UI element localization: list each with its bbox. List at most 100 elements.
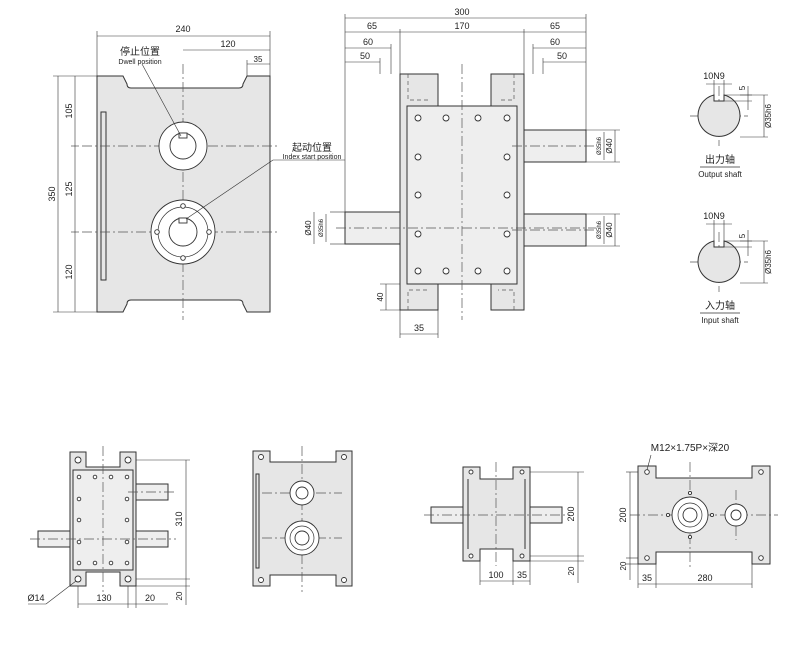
thread-leader — [646, 454, 652, 471]
input-key-width: 10N9 — [703, 211, 725, 221]
mount-hole — [124, 456, 132, 464]
dim-d40-input-right: Ø40 — [605, 222, 614, 238]
dim-50-right: 50 — [557, 51, 567, 61]
cover-bolt-hole — [92, 560, 98, 566]
view-c-dim-100: 100 — [488, 570, 503, 580]
mount-hole — [124, 575, 132, 583]
flange-bolt-hole — [665, 512, 671, 518]
output-key-depth: 5 — [738, 85, 747, 90]
output-shaft-circle — [697, 94, 741, 137]
view-d-flange-ring — [677, 502, 703, 528]
output-shaft-label-en: Output shaft — [698, 170, 742, 179]
input-shaft-dia: Ø35h6 — [764, 249, 773, 274]
output-key-width: 10N9 — [703, 71, 725, 81]
output-keyway — [178, 132, 188, 139]
view-c-housing — [462, 466, 531, 562]
input-shaft-label-en: Input shaft — [701, 316, 739, 325]
flange-bolt-hole — [709, 512, 715, 518]
top-view-side-slot — [100, 111, 107, 281]
dim-65-left: 65 — [367, 21, 377, 31]
flange-bolt-hole — [154, 229, 160, 235]
cover-bolt-hole — [503, 191, 511, 199]
cover-bolt-hole — [503, 230, 511, 238]
dim-125: 125 — [64, 181, 74, 196]
output-shaft-section: 10N9 5 Ø35h6 出力轴 Output shaft — [690, 71, 773, 179]
view-d-thread-spec: M12×1.75P×深20 — [651, 442, 730, 454]
input-keyway — [178, 217, 188, 224]
cover-bolt-hole — [76, 496, 82, 502]
dim-120-vertical: 120 — [64, 264, 74, 279]
flange-bolt-hole — [206, 229, 212, 235]
view-d-hub-bore — [730, 509, 742, 521]
hidden-edge — [407, 74, 430, 101]
cover-bolt-hole — [108, 560, 114, 566]
mount-hole — [468, 553, 474, 559]
dim-170: 170 — [454, 21, 469, 31]
cover-bolt-hole — [124, 560, 130, 566]
view-d-bore — [682, 507, 698, 523]
flange-bolt-hole — [687, 534, 693, 540]
cover-bolt-hole — [503, 153, 511, 161]
cover-bolt-hole — [76, 539, 82, 545]
view-a-dim-d14: Ø14 — [27, 593, 44, 603]
cover-bolt-hole — [414, 153, 422, 161]
cover-bolt-hole — [124, 496, 130, 502]
dim-120: 120 — [220, 39, 235, 49]
view-a: 310 20 Ø14 130 20 — [27, 446, 190, 608]
view-a-dim-130: 130 — [96, 593, 111, 603]
cover-bolt-hole — [76, 474, 82, 480]
input-key-depth: 5 — [738, 233, 747, 238]
dim-60-left: 60 — [363, 37, 373, 47]
view-d-dim-20: 20 — [619, 561, 628, 570]
dim-350: 350 — [47, 186, 57, 201]
threaded-hole — [644, 469, 650, 475]
hidden-edge — [498, 289, 515, 310]
top-view-body — [96, 75, 271, 313]
dim-d40-input-left: Ø40 — [304, 220, 313, 236]
view-a-dim-20-vert: 20 — [175, 591, 184, 600]
view-d-dim-200: 200 — [618, 507, 628, 522]
index-leader — [185, 159, 274, 220]
cover-bolt-hole — [414, 191, 422, 199]
flange-bolt-hole — [180, 255, 186, 261]
view-b — [252, 446, 353, 592]
mount-hole — [341, 577, 347, 583]
view-b-input-bore — [294, 530, 310, 546]
cover-bolt-hole — [414, 230, 422, 238]
cover-bolt-hole — [442, 114, 450, 122]
cover-bolt-hole — [442, 267, 450, 275]
output-shaft-label-cn: 出力轴 — [705, 153, 735, 166]
cover-bolt-hole — [503, 267, 511, 275]
view-c: 200 20 100 35 — [424, 462, 584, 585]
cover-bolt-hole — [76, 517, 82, 523]
flange-bolt-hole — [180, 203, 186, 209]
dim-65-right: 65 — [550, 21, 560, 31]
dim-35: 35 — [254, 55, 263, 64]
front-view: 300 65 170 65 60 60 50 50 Ø35h6 Ø40 Ø40 … — [304, 7, 620, 338]
input-shaft-circle — [697, 240, 741, 283]
view-c-dim-35: 35 — [517, 570, 527, 580]
view-b-output-bore — [295, 486, 309, 500]
cover-bolt-hole — [124, 539, 130, 545]
mount-hole — [258, 454, 264, 460]
index-label-cn: 起动位置 — [292, 141, 332, 154]
dwell-label-cn: 停止位置 — [120, 45, 160, 58]
dwell-label-en: Dwell position — [118, 59, 161, 66]
dim-300: 300 — [454, 7, 469, 17]
threaded-hole — [758, 469, 764, 475]
output-shaft-dia: Ø35h6 — [764, 103, 773, 128]
cover-bolt-hole — [124, 517, 130, 523]
view-b-side-slot — [255, 473, 260, 569]
view-c-dim-20: 20 — [567, 566, 576, 575]
cover-bolt-hole — [474, 114, 482, 122]
mount-hole — [74, 575, 82, 583]
view-b-housing — [252, 450, 353, 587]
d14-leader — [45, 580, 77, 605]
dim-240: 240 — [175, 24, 190, 34]
threaded-hole — [644, 555, 650, 561]
cover-bolt-hole — [92, 474, 98, 480]
hidden-edge — [498, 74, 515, 101]
mount-hole — [519, 553, 525, 559]
view-b-input-ring — [289, 525, 315, 551]
